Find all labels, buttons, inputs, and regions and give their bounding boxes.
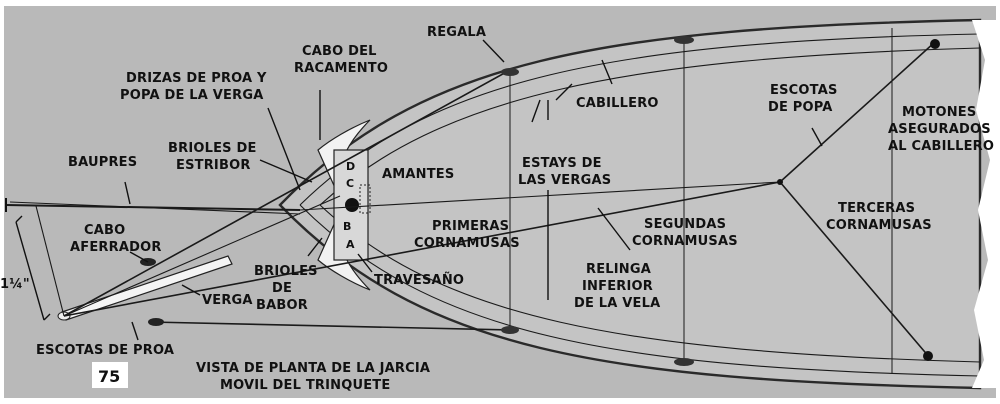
dimension-line [15, 215, 51, 321]
leader-estays-top [531, 83, 573, 123]
label-medida: 1¼" [0, 277, 30, 292]
label-primeras-2: CORNAMUSAS [414, 236, 520, 251]
leader-drizas [267, 107, 301, 191]
label-cabo-aferrador-1: CABO [84, 223, 125, 238]
label-primeras-1: PRIMERAS [432, 219, 509, 234]
caption-line-2: MOVIL DEL TRINQUETE [220, 378, 390, 393]
leader-relinga [597, 207, 631, 251]
label-drizas-1: DRIZAS DE PROA Y [126, 71, 267, 86]
figure-number: 75 [98, 367, 120, 386]
block-top [930, 39, 940, 49]
leader-cabo-aferrador [129, 251, 149, 263]
label-cabo-racamento-1: CABO DEL [302, 44, 377, 59]
label-verga: VERGA [202, 293, 253, 308]
amantes-bracket [359, 184, 371, 214]
label-brioles-babor-3: BABOR [256, 298, 308, 313]
label-travesano: TRAVESAÑO [374, 272, 464, 288]
label-segundas-1: SEGUNDAS [644, 217, 726, 232]
rope-aft-sheet-bottom [779, 181, 931, 359]
caption-line-1: VISTA DE PLANTA DE LA JARCIA [196, 361, 430, 376]
label-estays-1: ESTAYS DE [522, 156, 602, 171]
rope-upper-brace [63, 69, 511, 317]
label-motones-2: ASEGURADOS [888, 122, 991, 137]
leaders [15, 39, 823, 341]
label-cabo-racamento-2: RACAMENTO [294, 61, 388, 76]
label-terceras-1: TERCERAS [838, 201, 915, 216]
mast-step [345, 198, 359, 212]
letter-d: D [346, 160, 355, 173]
lower-sheet-toggle [148, 318, 164, 326]
label-estays-2: LAS VERGAS [518, 173, 611, 188]
running-rigging [35, 28, 936, 374]
letter-a: A [346, 238, 355, 251]
cleat-primera-top [501, 68, 519, 76]
sheet-junction [777, 179, 783, 185]
cleat-segunda-bottom [674, 358, 694, 366]
label-brioles-babor-2: DE [272, 281, 292, 296]
label-terceras-2: CORNAMUSAS [826, 218, 932, 233]
letter-c: C [346, 177, 354, 190]
label-brioles-estribor-2: ESTRIBOR [176, 158, 251, 173]
label-regala: REGALA [427, 25, 486, 40]
block-bottom [923, 351, 933, 361]
label-motones-1: MOTONES [902, 105, 976, 120]
label-escotas-popa-1: ESCOTAS [770, 83, 838, 98]
leader-escotas-proa [131, 321, 139, 341]
cleats [140, 36, 940, 366]
cabillero-top [319, 47, 981, 206]
stern-torn-edge [972, 20, 1000, 388]
rope-sheet-main [63, 181, 781, 317]
leader-brioles-estribor [259, 159, 313, 183]
rope-foot [299, 181, 781, 211]
cabillero-bottom [319, 204, 981, 363]
rope-lower-sheet [149, 321, 511, 331]
cleat-primera-bottom [501, 326, 519, 334]
label-cabillero: CABILLERO [576, 96, 659, 111]
label-cabo-aferrador-2: AFERRADOR [70, 240, 162, 255]
letter-b: B [343, 220, 351, 233]
figure-number-box [92, 362, 128, 388]
label-relinga-3: DE LA VELA [574, 296, 660, 311]
label-drizas-2: POPA DE LA VERGA [120, 88, 263, 103]
label-brioles-babor-1: BRIOLES [254, 264, 318, 279]
leader-baupres [124, 181, 131, 205]
label-relinga-2: INFERIOR [582, 279, 653, 294]
label-segundas-2: CORNAMUSAS [632, 234, 738, 249]
rope-aferrador [35, 205, 65, 317]
leader-travesano [357, 253, 373, 273]
cleat-segunda-top [674, 36, 694, 44]
rope-aft-sheet-top [779, 41, 936, 183]
label-escotas-proa: ESCOTAS DE PROA [36, 343, 174, 358]
label-amantes: AMANTES [382, 167, 454, 182]
caption-block: 75 VISTA DE PLANTA DE LA JARCIA MOVIL DE… [92, 361, 430, 393]
leader-escotas-popa [811, 127, 823, 147]
label-motones-3: AL CABILLERO [888, 139, 994, 154]
labels: REGALA CABO DEL RACAMENTO DRIZAS DE PROA… [0, 25, 994, 358]
leader-verga [181, 284, 201, 296]
rope-halyard [63, 195, 341, 317]
label-relinga-1: RELINGA [586, 262, 651, 277]
label-brioles-estribor-1: BRIOLES DE [168, 141, 257, 156]
label-baupres: BAUPRES [68, 155, 137, 170]
leader-regala [482, 39, 505, 63]
leader-brioles-babor [307, 237, 323, 257]
label-escotas-popa-2: DE POPA [768, 100, 833, 115]
hull [278, 18, 1000, 390]
bow-fittings: D C B A [317, 119, 371, 291]
leader-cabillero [601, 59, 613, 85]
